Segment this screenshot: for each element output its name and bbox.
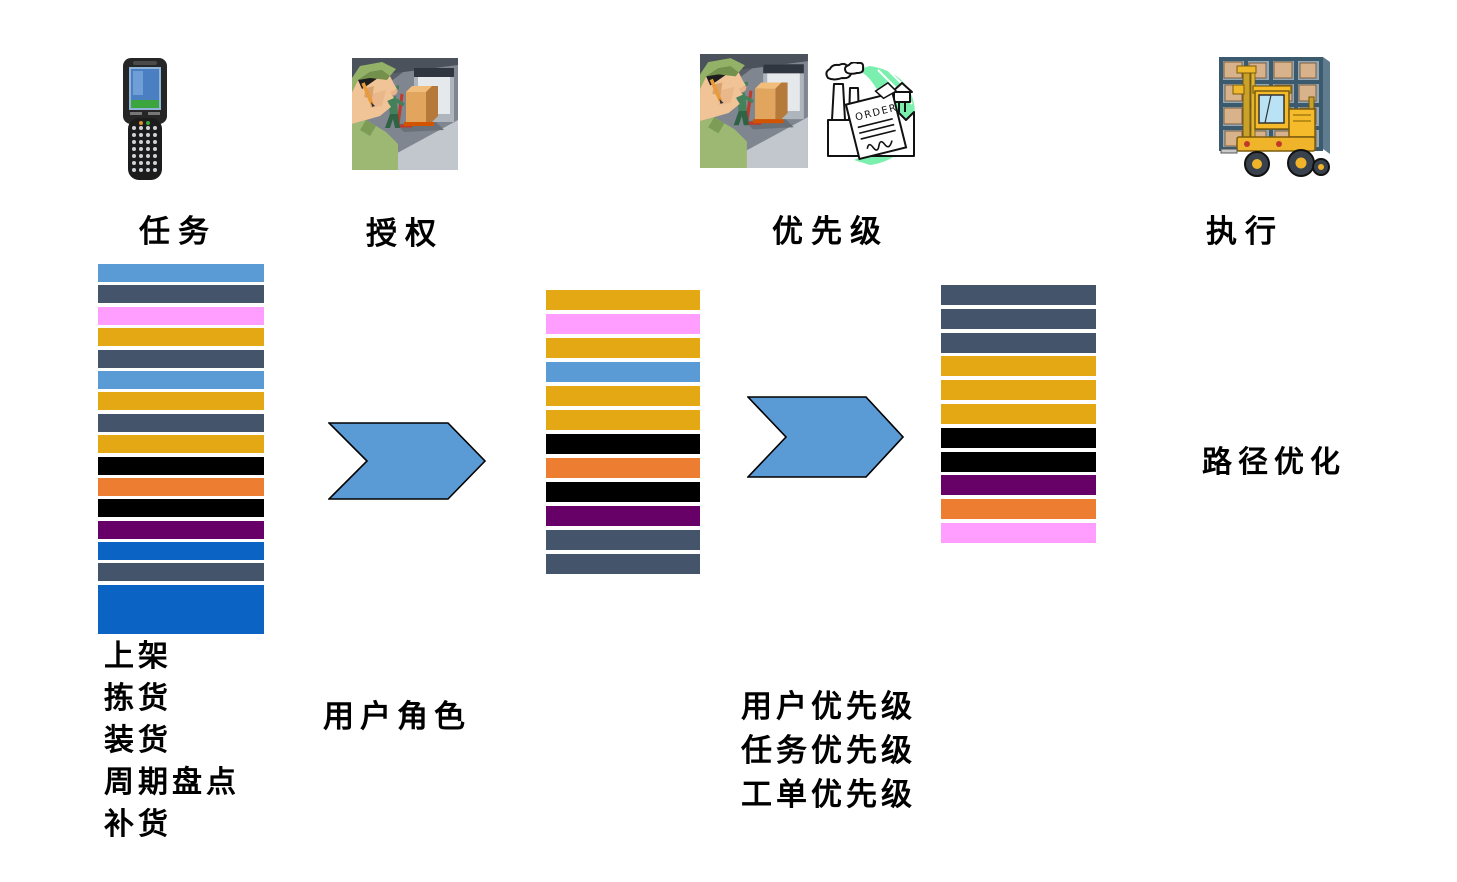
task-bar-gold [546,338,700,358]
task-bar-gold [941,356,1096,377]
user-role-label: 用户角色 [323,699,471,735]
task-bar-slate [546,530,700,550]
task-bar-black [98,499,264,518]
task-type-item: 拣货 [104,681,172,716]
task-bar-orange [546,458,700,478]
prioritized-bar-stack [941,285,1096,543]
task-bar-gold [546,386,700,406]
task-bar-slate [98,285,264,304]
warehouse-worker-icon [352,58,458,170]
task-bar-blue [98,584,264,634]
task-bar-gold [98,435,264,454]
task-bar-lightblue [546,362,700,382]
authorized-bar-stack [546,290,700,574]
task-bar-slate [941,285,1096,305]
task-type-item: 周期盘点 [104,765,240,800]
warehouse-worker-icon [700,54,808,168]
task-type-item: 上架 [104,639,172,674]
chevron-arrow-icon [747,396,904,478]
task-bar-stack [98,264,264,634]
task-bar-black [546,434,700,454]
task-bar-gold [941,403,1096,424]
priority-type-item: 任务优先级 [741,733,916,769]
column-title-execution: 执行 [1206,214,1284,250]
column-title-tasks: 任务 [139,214,217,250]
task-bar-black [98,456,264,475]
task-bar-gold [98,328,264,347]
task-bar-purple [546,506,700,526]
priority-type-item: 用户优先级 [741,689,916,725]
task-bar-slate [941,332,1096,353]
priority-type-item: 工单优先级 [741,777,916,813]
handheld-scanner-icon [123,58,167,180]
task-bar-slate [98,349,264,368]
task-bar-gold [546,290,700,310]
task-type-item: 补货 [104,807,172,842]
task-type-item: 装货 [104,723,172,758]
task-bar-slate [546,554,700,574]
task-bar-black [546,482,700,502]
task-bar-slate [941,308,1096,329]
path-optimization-label: 路径优化 [1202,445,1346,480]
task-bar-lightblue [98,264,264,282]
order-document-icon: ORDER [825,62,919,165]
column-title-authorization: 授权 [366,216,444,252]
task-bar-orange [98,477,264,496]
task-bar-orange [941,499,1096,520]
task-type-list: 上架 拣货 装货 周期盘点 补货 [104,636,240,846]
task-bar-purple [941,475,1096,496]
task-bar-pink [941,522,1096,543]
task-bar-blue [98,542,264,561]
task-bar-purple [98,520,264,539]
task-bar-black [941,451,1096,472]
task-bar-lightblue [98,370,264,389]
task-bar-pink [98,306,264,325]
task-bar-pink [546,314,700,334]
chevron-arrow-icon [328,422,486,500]
task-bar-gold [941,380,1096,401]
forklift-warehouse-icon [1219,57,1330,177]
task-bar-black [941,427,1096,448]
task-bar-gold [546,410,700,430]
task-bar-slate [98,563,264,582]
task-bar-gold [98,392,264,411]
task-bar-slate [98,413,264,432]
priority-type-list: 用户优先级 任务优先级 工单优先级 [741,685,916,817]
column-title-priority: 优先级 [772,214,889,250]
